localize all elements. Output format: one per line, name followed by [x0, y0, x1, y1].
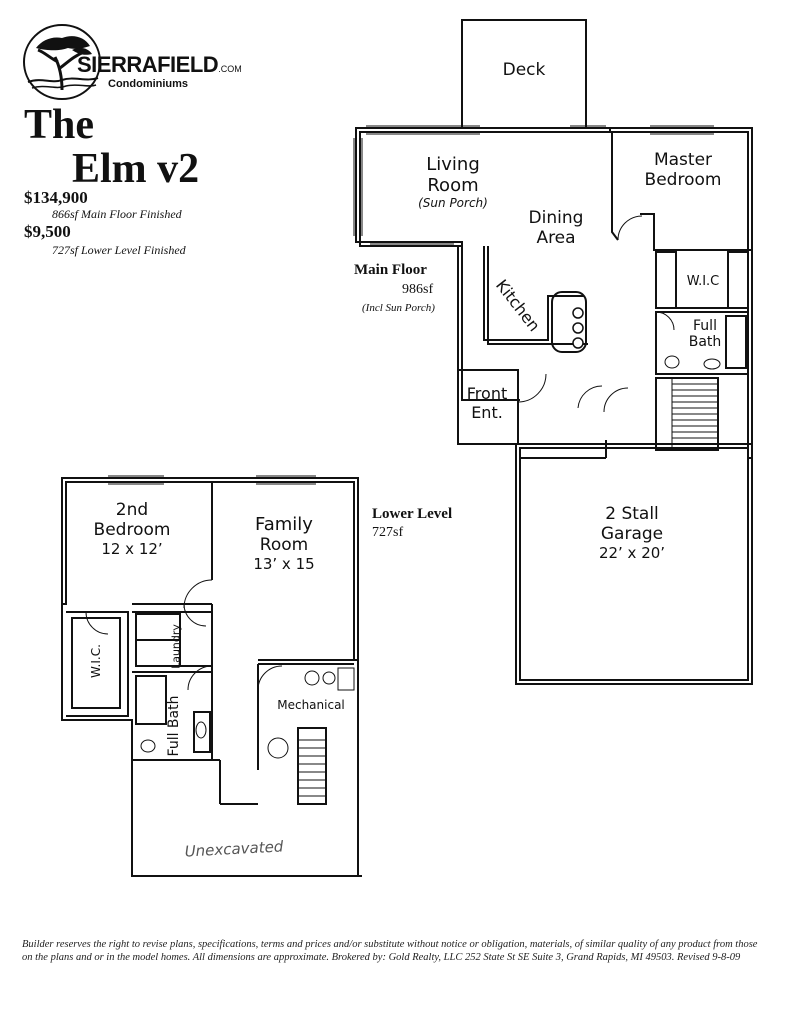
laundry-label: Laundry [169, 624, 183, 669]
main-bath-label: Full Bath [680, 318, 730, 350]
living-room-line1: Living [426, 154, 480, 175]
main-wic-label: W.I.C [686, 274, 720, 289]
brand-name: SIERRAFIELD.COM [77, 52, 242, 77]
main-bath-line1: Full [693, 318, 717, 334]
main-floor-label: Main Floor [354, 262, 427, 278]
lower-bath-label: Full Bath [166, 695, 182, 757]
mechanical-label: Mechanical [277, 698, 345, 712]
second-bedroom-label: 2nd Bedroom 12 x 12’ [80, 500, 184, 558]
deck-label: Deck [502, 60, 546, 80]
brand-tagline: Condominiums [108, 78, 189, 90]
living-room-label: Living Room (Sun Porch) [400, 154, 506, 210]
bedroom-dims: 12 x 12’ [101, 540, 163, 558]
dining-line1: Dining [528, 208, 584, 228]
lower-wic-label: W.I.C. [89, 644, 103, 678]
main-floor-note: (Incl Sun Porch) [362, 302, 435, 314]
master-line1: Master [653, 150, 713, 170]
family-line2: Room [259, 535, 309, 555]
lower-level-finished: 727sf Lower Level Finished [52, 243, 186, 257]
main-price: $134,900 [24, 188, 88, 207]
main-bath-line2: Bath [688, 334, 722, 350]
living-room-line2: Room [427, 175, 479, 196]
family-dims: 13’ x 15 [253, 555, 315, 573]
master-line2: Bedroom [644, 170, 722, 190]
dining-area-label: Dining Area [508, 208, 604, 248]
lower-price: $9,500 [24, 222, 71, 241]
master-bedroom-label: Master Bedroom [630, 150, 736, 190]
tree-logo-icon [23, 24, 101, 100]
garage-label: 2 Stall Garage 22’ x 20’ [570, 504, 694, 562]
front-line2: Ent. [471, 403, 503, 422]
family-room-label: Family Room 13’ x 15 [234, 514, 334, 573]
main-floor-area: 986sf [402, 282, 434, 297]
bedroom-line1: 2nd [115, 500, 149, 520]
model-title-line2: Elm v2 [72, 146, 200, 192]
living-room-note: (Sun Porch) [418, 196, 488, 210]
lower-level-area: 727sf [372, 525, 404, 540]
garage-line1: 2 Stall [605, 504, 659, 524]
front-line1: Front [466, 384, 508, 403]
main-floor-finished: 866sf Main Floor Finished [52, 207, 182, 221]
bedroom-line2: Bedroom [93, 520, 171, 540]
garage-line2: Garage [600, 524, 664, 544]
brand-logo: SIERRAFIELD.COM Condominiums [22, 22, 242, 102]
dining-line2: Area [536, 228, 576, 248]
garage-dims: 22’ x 20’ [598, 544, 666, 562]
front-entry-label: Front Ent. [456, 384, 518, 422]
model-title-line1: The [24, 102, 95, 148]
family-line1: Family [255, 514, 313, 535]
lower-level-label: Lower Level [372, 506, 453, 522]
disclaimer: Builder reserves the right to revise pla… [22, 939, 758, 963]
